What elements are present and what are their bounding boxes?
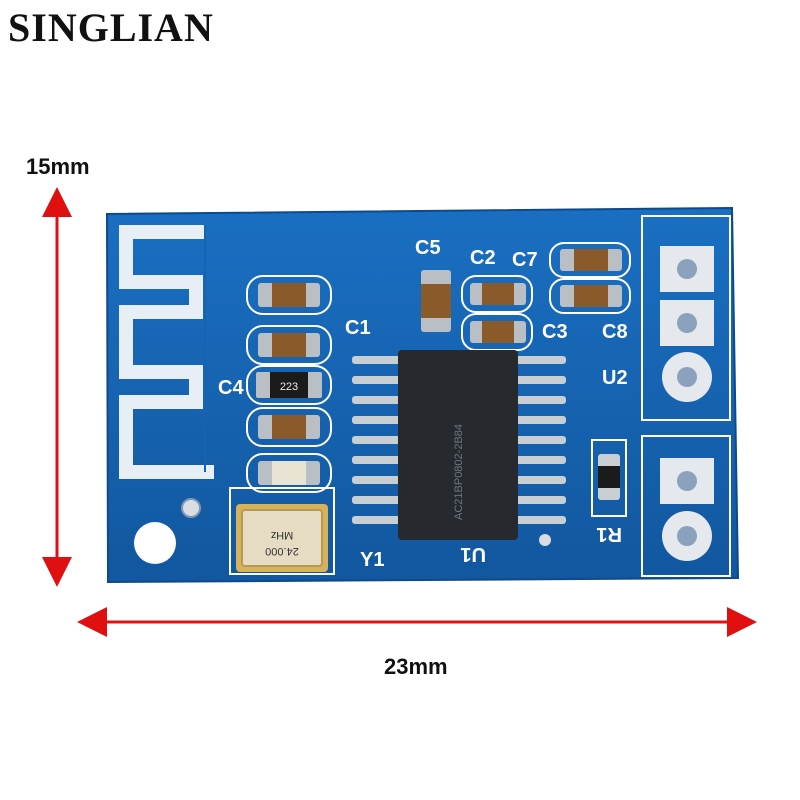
resistor-marking: 223 [280,381,298,393]
crystal-frequency: 24.000 [265,545,299,557]
brand-logo: SINGLIAN [8,5,214,50]
label-c1: C1 [345,317,371,339]
label-y1: Y1 [360,549,384,571]
height-dimension-label: 15mm [26,154,90,179]
header-power [641,435,731,577]
via [181,498,201,518]
resistor-r1 [591,439,627,517]
chip-u1: AC21BP0802-2B84 [352,350,566,540]
capacitor [246,407,332,447]
pcb-antenna [119,225,214,479]
capacitor-c3 [461,313,533,351]
label-u2: U2 [602,367,628,389]
resistor-223: 223 [246,365,332,405]
capacitor-c2 [461,275,533,313]
width-dimension-label: 23mm [384,654,448,679]
label-c3: C3 [542,321,568,343]
label-c2: C2 [470,247,496,269]
label-c8: C8 [602,321,628,343]
label-c4: C4 [218,377,244,399]
mounting-hole [134,522,176,564]
capacitor-c5 [421,270,451,332]
capacitor-c7 [549,242,631,278]
crystal-y1: MHz 24.000 [229,487,335,575]
capacitor-c8 [549,278,631,314]
label-c7: C7 [512,249,538,271]
label-c5: C5 [415,237,441,259]
label-r1: R1 [596,523,622,545]
crystal-unit: MHz [271,529,294,541]
header-u2 [641,215,731,421]
capacitor-c1 [246,275,332,315]
capacitor [246,325,332,365]
pcb-board: 223 [105,206,740,584]
chip-marking: AC21BP0802-2B84 [453,424,465,520]
label-u1: U1 [460,543,486,565]
capacitor [246,453,332,493]
via [539,534,551,546]
